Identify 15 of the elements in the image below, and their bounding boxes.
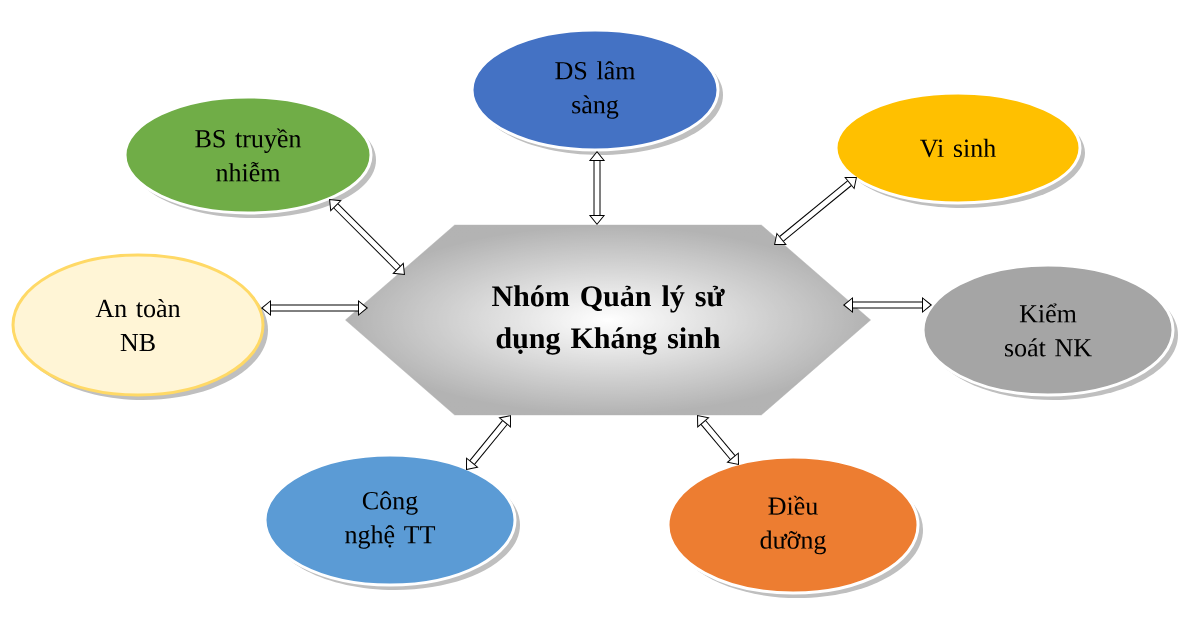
ellipse-node: Công nghệ TT: [263, 453, 520, 590]
ellipse-node: An toàn NB: [11, 253, 268, 400]
double-arrow: [329, 199, 405, 275]
ellipse-node: Điều dưỡng: [666, 455, 923, 598]
double-arrow: [774, 177, 857, 245]
ellipse-node: Vi sinh: [834, 91, 1085, 208]
double-arrow: [843, 297, 932, 313]
ellipse-node: DS lâm sàng: [470, 28, 723, 155]
double-arrow: [466, 415, 511, 470]
ellipse-node: BS truyền nhiễm: [123, 95, 376, 218]
double-arrow: [697, 415, 739, 465]
ellipse-node: Kiểm soát NK: [921, 263, 1178, 400]
double-arrow: [589, 151, 605, 225]
double-arrow: [261, 300, 368, 316]
hexagon-node: Nhóm Quản lý sử dụng Kháng sinh: [345, 224, 871, 416]
